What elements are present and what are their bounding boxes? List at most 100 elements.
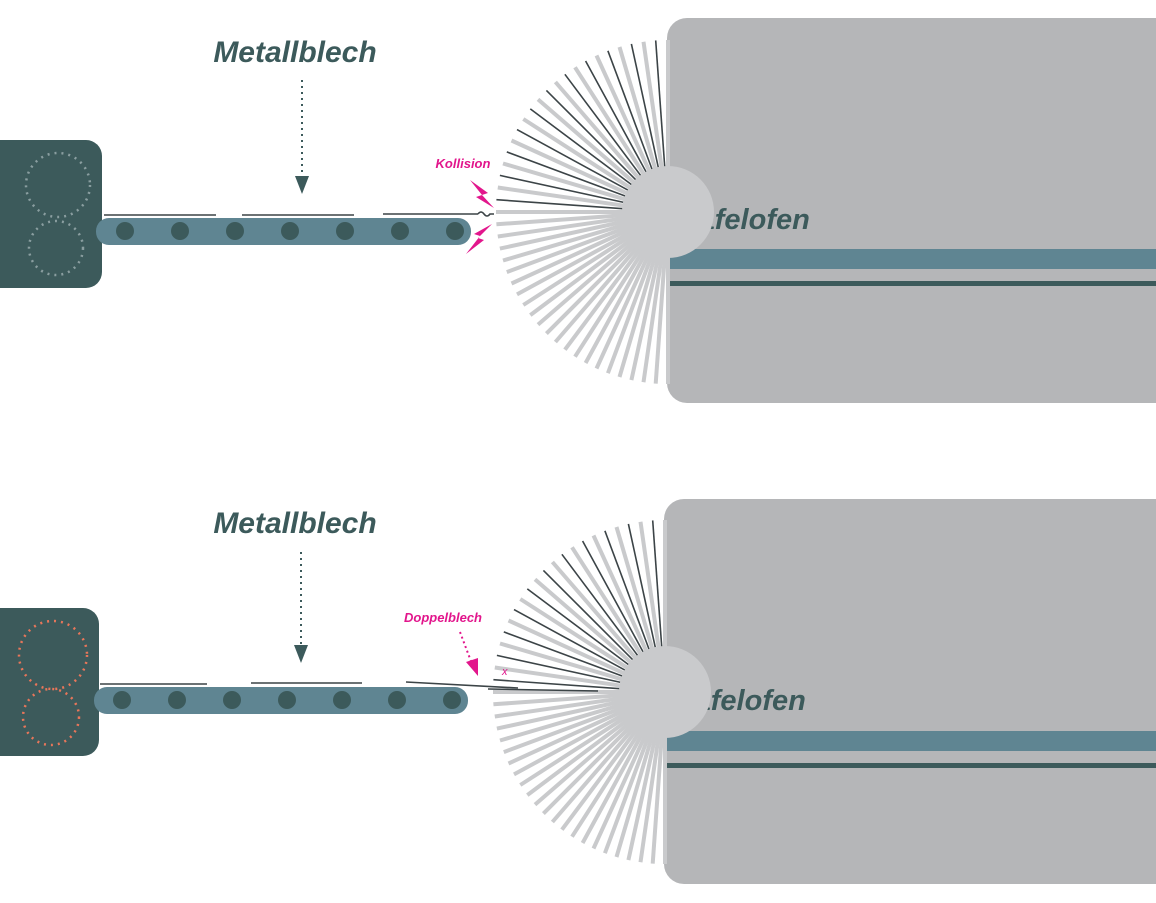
spray-ray xyxy=(641,251,665,383)
spray-ray xyxy=(522,231,636,307)
double-sheet-label: Doppelblech xyxy=(404,610,482,625)
spray-ray xyxy=(499,218,630,251)
spray-ray xyxy=(561,553,642,661)
spray-ray xyxy=(594,247,654,370)
error-marker: x xyxy=(501,666,508,678)
spray-ray xyxy=(545,89,641,185)
spray-ray xyxy=(564,73,645,181)
roller xyxy=(446,222,464,240)
spray-ray xyxy=(494,695,626,719)
sensor-ring-lower xyxy=(27,219,85,277)
spray-ray xyxy=(497,185,629,209)
oven-body xyxy=(667,18,1156,403)
spray-ray xyxy=(604,530,652,655)
spray-ray xyxy=(607,50,655,175)
spray-ray xyxy=(591,727,651,850)
roller xyxy=(336,222,354,240)
spray-ray xyxy=(496,212,629,227)
roller xyxy=(281,222,299,240)
annotation-arrow-shaft xyxy=(459,631,473,665)
spray-ray xyxy=(541,718,639,816)
spray-ray xyxy=(493,678,626,690)
spray-ray xyxy=(496,654,627,685)
oven-belt xyxy=(665,731,1156,751)
diagram-title: Metallblech xyxy=(213,507,376,540)
lightning-icon xyxy=(470,180,494,208)
conveyor-rollers xyxy=(116,222,464,240)
machine-body xyxy=(0,608,99,756)
spray-ray xyxy=(651,520,663,653)
spray-ray xyxy=(550,720,641,824)
oven-body xyxy=(664,499,1156,884)
spray-ray xyxy=(580,726,648,844)
spray-ray xyxy=(614,526,656,655)
spray-ray xyxy=(502,221,631,263)
spray-ray xyxy=(542,569,638,665)
spray-ray xyxy=(570,546,646,660)
spray-ray xyxy=(617,46,659,175)
spray-ray xyxy=(617,249,659,378)
collision-label: Kollision xyxy=(436,156,491,171)
spray-ray xyxy=(638,521,662,653)
spray-ray xyxy=(497,215,629,239)
arrow-down-icon xyxy=(294,645,308,663)
spray-ray xyxy=(496,698,627,731)
spray-ray xyxy=(533,716,637,807)
spray-ray xyxy=(503,631,628,679)
spray-ray xyxy=(630,43,661,174)
oven-rail xyxy=(665,763,1156,768)
roller xyxy=(116,222,134,240)
spray-ray xyxy=(519,597,633,673)
spray-ray xyxy=(626,730,659,861)
spray-ray xyxy=(529,108,637,189)
double-sheet xyxy=(487,688,599,692)
spray-fan xyxy=(493,520,711,864)
spray-ray xyxy=(563,242,646,351)
bottom-panel: Tafelofen Metallblech Doppelblech xyxy=(0,499,1156,884)
arrow-down-icon xyxy=(466,658,478,676)
spray-ray xyxy=(503,704,629,754)
spray-ray xyxy=(499,641,628,683)
roller xyxy=(223,691,241,709)
spray-ray xyxy=(519,711,633,787)
sensor-ring-upper xyxy=(17,619,89,691)
spray-ray xyxy=(499,174,630,205)
spray-ray xyxy=(522,117,636,193)
roller xyxy=(278,691,296,709)
spray-ray xyxy=(638,731,662,863)
spray-ray xyxy=(654,40,666,173)
roller xyxy=(113,691,131,709)
metal-sheet xyxy=(405,681,519,689)
spray-ray xyxy=(544,238,642,336)
crumpled-sheet xyxy=(477,211,494,217)
spray-ray xyxy=(510,138,633,198)
roller xyxy=(391,222,409,240)
spray-fan xyxy=(496,40,714,384)
sensor-ring-upper xyxy=(24,151,92,219)
spray-ray xyxy=(493,692,626,707)
spray-ray xyxy=(583,246,651,364)
spray-ray xyxy=(573,66,649,180)
spray-ray xyxy=(550,560,641,664)
spray-ray xyxy=(507,618,630,678)
lightning-icon xyxy=(466,224,492,254)
spray-ray xyxy=(529,234,638,317)
spray-ray xyxy=(499,701,628,743)
spray-ray xyxy=(510,226,633,286)
spray-ray xyxy=(506,224,632,274)
spray-ray xyxy=(506,151,631,199)
spray-ray xyxy=(627,523,658,654)
spray-hub xyxy=(622,166,714,258)
spray-ray xyxy=(650,731,665,864)
spray-ray xyxy=(526,588,634,669)
spray-ray xyxy=(533,577,637,668)
spray-ray xyxy=(614,729,656,858)
spray-ray xyxy=(526,714,635,797)
oven-rail xyxy=(668,281,1156,286)
spray-hub xyxy=(619,646,711,738)
spray-ray xyxy=(603,728,653,854)
spray-ray xyxy=(591,534,651,657)
spray-ray xyxy=(536,236,640,327)
spray-ray xyxy=(641,41,665,173)
